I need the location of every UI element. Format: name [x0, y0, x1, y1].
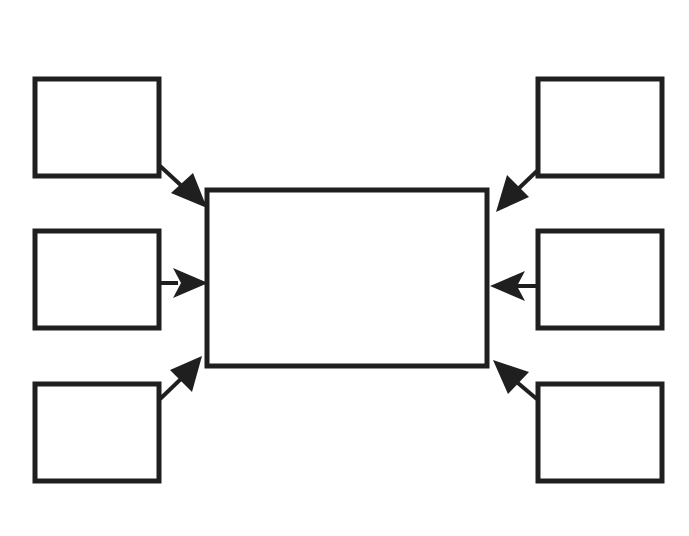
arrow-left-middle-to-center	[159, 268, 208, 298]
arrow-right-top-to-center	[496, 168, 540, 212]
left-middle-box	[32, 228, 162, 331]
arrow-right-middle-to-center	[490, 271, 538, 301]
right-bottom-box	[535, 381, 665, 484]
arrow-left-top-to-center	[157, 163, 207, 208]
center-box	[204, 187, 490, 369]
right-top-box	[535, 76, 665, 179]
left-bottom-box	[32, 381, 162, 484]
left-top-box	[32, 76, 162, 179]
arrow-right-bottom-to-center	[493, 360, 540, 402]
right-middle-box	[535, 228, 665, 331]
arrow-left-bottom-to-center	[157, 356, 202, 402]
